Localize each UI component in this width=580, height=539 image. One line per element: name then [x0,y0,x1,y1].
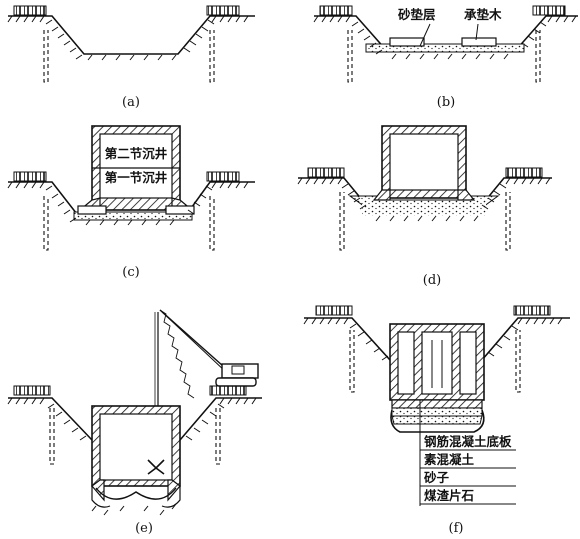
pile-left [43,196,49,251]
pile-right [505,192,511,251]
guide-beam-left [319,5,353,16]
pile-left [349,330,355,393]
panel-d: (d) [297,125,552,288]
pile-left [43,30,49,83]
pile-right [209,30,215,83]
ground-profile [304,317,570,361]
label-bearing-timber: 承垫木 [464,7,502,22]
guide-beam-right [206,5,240,16]
plain-concrete [391,407,483,417]
caption-d: (d) [423,273,441,288]
legend-item-sand: 砂子 [423,470,450,485]
ground-hatching [303,317,563,361]
panel-e: (e) [7,309,262,536]
ground-hatching [7,15,249,61]
pile-right [515,330,521,393]
caption-e: (e) [135,521,153,536]
bearing-timber-left [77,205,107,215]
leader-sand [419,23,431,47]
panel-b: 砂垫层 承垫木 (b) [313,5,578,110]
panel-a: (a) [7,5,255,110]
sand-layer [391,415,483,425]
pile-right [215,408,221,465]
guide-beam-right [513,305,551,316]
legend-item-plain-concrete: 素混凝土 [424,452,475,467]
caption-b: (b) [437,95,455,110]
label-first-section: 第一节沉井 [105,170,168,185]
rc-bottom-slab [391,399,483,409]
excavation-profile [8,15,255,55]
guide-beam-right [532,5,566,16]
guide-beam-right [209,385,247,396]
pile-left [339,192,345,251]
pile-right [209,196,215,251]
cinder-rubble [390,409,485,433]
layer-legend: 钢筋混凝土底板 素混凝土 砂子 煤渣片石 [419,400,516,506]
caption-f: (f) [449,521,464,536]
pile-left [347,30,353,83]
ground-hatching [7,181,249,226]
bearing-timber-right [165,205,195,215]
caisson-inner [99,133,173,199]
guide-beam-right [505,167,543,178]
guide-beam-left [13,171,47,182]
guide-beam-right [206,171,240,182]
guide-beam-left [315,305,353,316]
sand-cushion [365,43,525,53]
cell-right [459,331,477,395]
ground-profile [8,397,262,441]
sand-cushion [73,211,193,221]
guide-beam-left [307,167,345,178]
bearing-timber-right [461,37,497,47]
bearing-timber-left [389,37,425,47]
panel-f: 钢筋混凝土底板 素混凝土 砂子 煤渣片石 (f) [303,305,570,536]
label-second-section: 第二节沉井 [105,146,168,161]
panel-c: 第二节沉井 第一节沉井 (c) [7,125,255,280]
ground-hatching [297,177,551,222]
cell-middle [421,331,453,395]
pile-left [49,408,55,465]
crane-track [215,377,257,387]
guide-beam-left [13,385,51,396]
legend-item-rc-slab: 钢筋混凝土底板 [424,434,512,449]
label-sand-cushion: 砂垫层 [397,7,436,22]
caption-a: (a) [122,95,140,110]
excavation-bowls [95,487,177,500]
cutting-edge [91,479,181,502]
guide-beam-left [13,5,47,16]
legend-item-cinder-rubble: 煤渣片石 [424,488,474,503]
sand-layer [362,204,486,216]
pile-right [535,30,541,83]
cutting-edge [372,189,476,201]
ground-hatching [7,397,257,516]
ground-hatching [313,15,577,60]
caisson-inner [99,413,173,481]
caption-c: (c) [122,265,139,280]
leader-timber [475,23,479,41]
cell-left [397,331,415,395]
grab-bucket [147,459,165,475]
caisson-inner [389,133,459,191]
